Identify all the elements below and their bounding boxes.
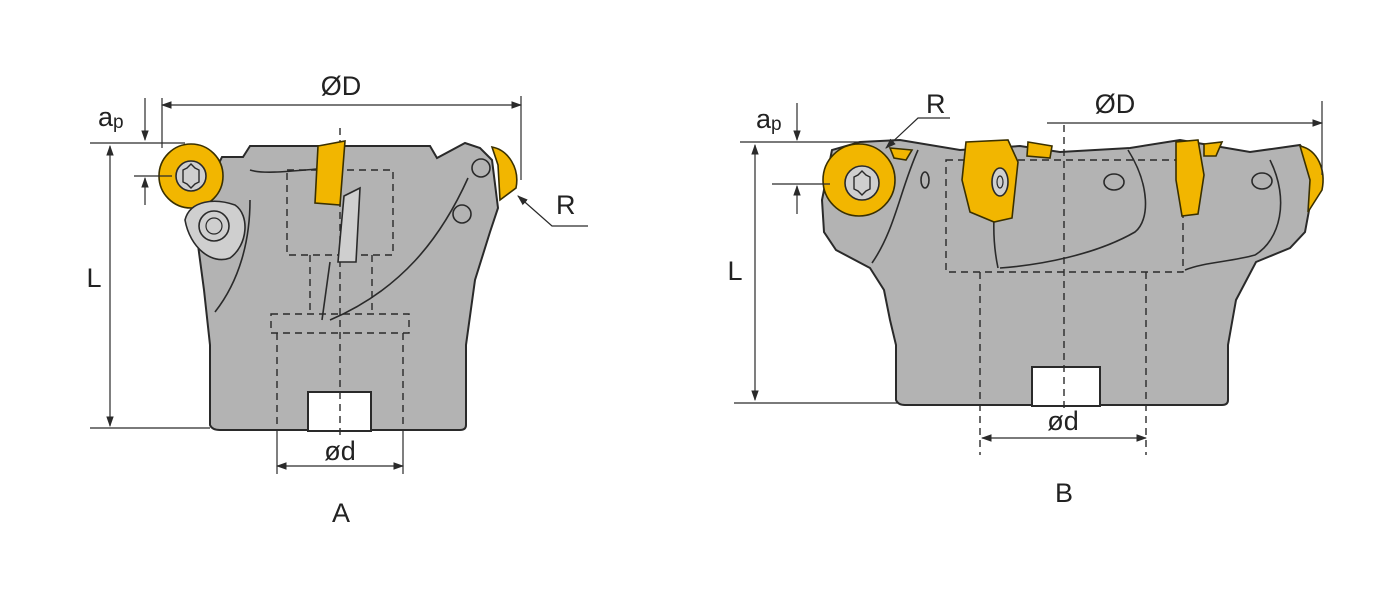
middle-insert-b xyxy=(961,139,1019,223)
middle-insert-screw-b xyxy=(991,167,1009,197)
clamp-wedge-a xyxy=(337,186,361,263)
od-label-b: ØD xyxy=(1095,89,1136,119)
keyway-b xyxy=(1031,366,1101,407)
flute-curve-a xyxy=(329,177,469,321)
caption-b: B xyxy=(1055,478,1073,508)
right-insert-b xyxy=(1175,139,1205,217)
figure-a: ØD L ap R ød A xyxy=(86,71,588,528)
hole-b3 xyxy=(1251,172,1273,190)
clamp-screw-a xyxy=(198,210,230,242)
hole-a1 xyxy=(471,158,491,178)
top-insert-b2 xyxy=(1026,141,1053,159)
radius-leader-b xyxy=(885,117,950,149)
figure-b: ØD L ap R ød B xyxy=(727,89,1324,508)
insert-screw-a xyxy=(175,160,207,192)
length-label-b: L xyxy=(727,256,742,286)
clamp-screw-head-icon xyxy=(205,217,223,235)
top-insert-b1 xyxy=(888,147,914,161)
edge-insert-a xyxy=(490,145,518,202)
flute-curve-a2 xyxy=(214,199,251,313)
flute-curve-b2 xyxy=(999,149,1147,269)
cutter-body-a xyxy=(192,141,500,431)
side-insert-a xyxy=(314,140,346,206)
ap-label-a: ap xyxy=(98,102,124,133)
length-label-a: L xyxy=(86,263,101,293)
hidden-bore-a xyxy=(270,169,410,430)
od-label-a: ØD xyxy=(321,71,362,101)
radius-leader-a xyxy=(517,195,588,227)
hole-b1 xyxy=(920,171,930,189)
hole-b2 xyxy=(1103,173,1125,191)
cutter-body-b xyxy=(820,138,1317,406)
keyway-a xyxy=(307,391,372,432)
top-insert-b3 xyxy=(1203,141,1224,157)
torx-icon xyxy=(182,163,200,189)
flute-curve-b3 xyxy=(1184,159,1282,271)
hole-a2 xyxy=(452,204,472,224)
ap-label-b: ap xyxy=(756,104,782,135)
middle-screw-head-icon xyxy=(996,175,1004,189)
radius-label-a: R xyxy=(556,190,576,220)
bore-label-b: ød xyxy=(1047,406,1079,436)
wedge-line-a xyxy=(321,261,331,321)
insert-screw-b xyxy=(844,165,880,201)
radius-label-b: R xyxy=(926,89,946,119)
torx-icon-b xyxy=(853,170,871,196)
bore-label-a: ød xyxy=(324,436,356,466)
caption-a: A xyxy=(332,498,350,528)
hidden-bore-b xyxy=(945,159,1184,455)
flute-curve-b1 xyxy=(871,149,919,264)
